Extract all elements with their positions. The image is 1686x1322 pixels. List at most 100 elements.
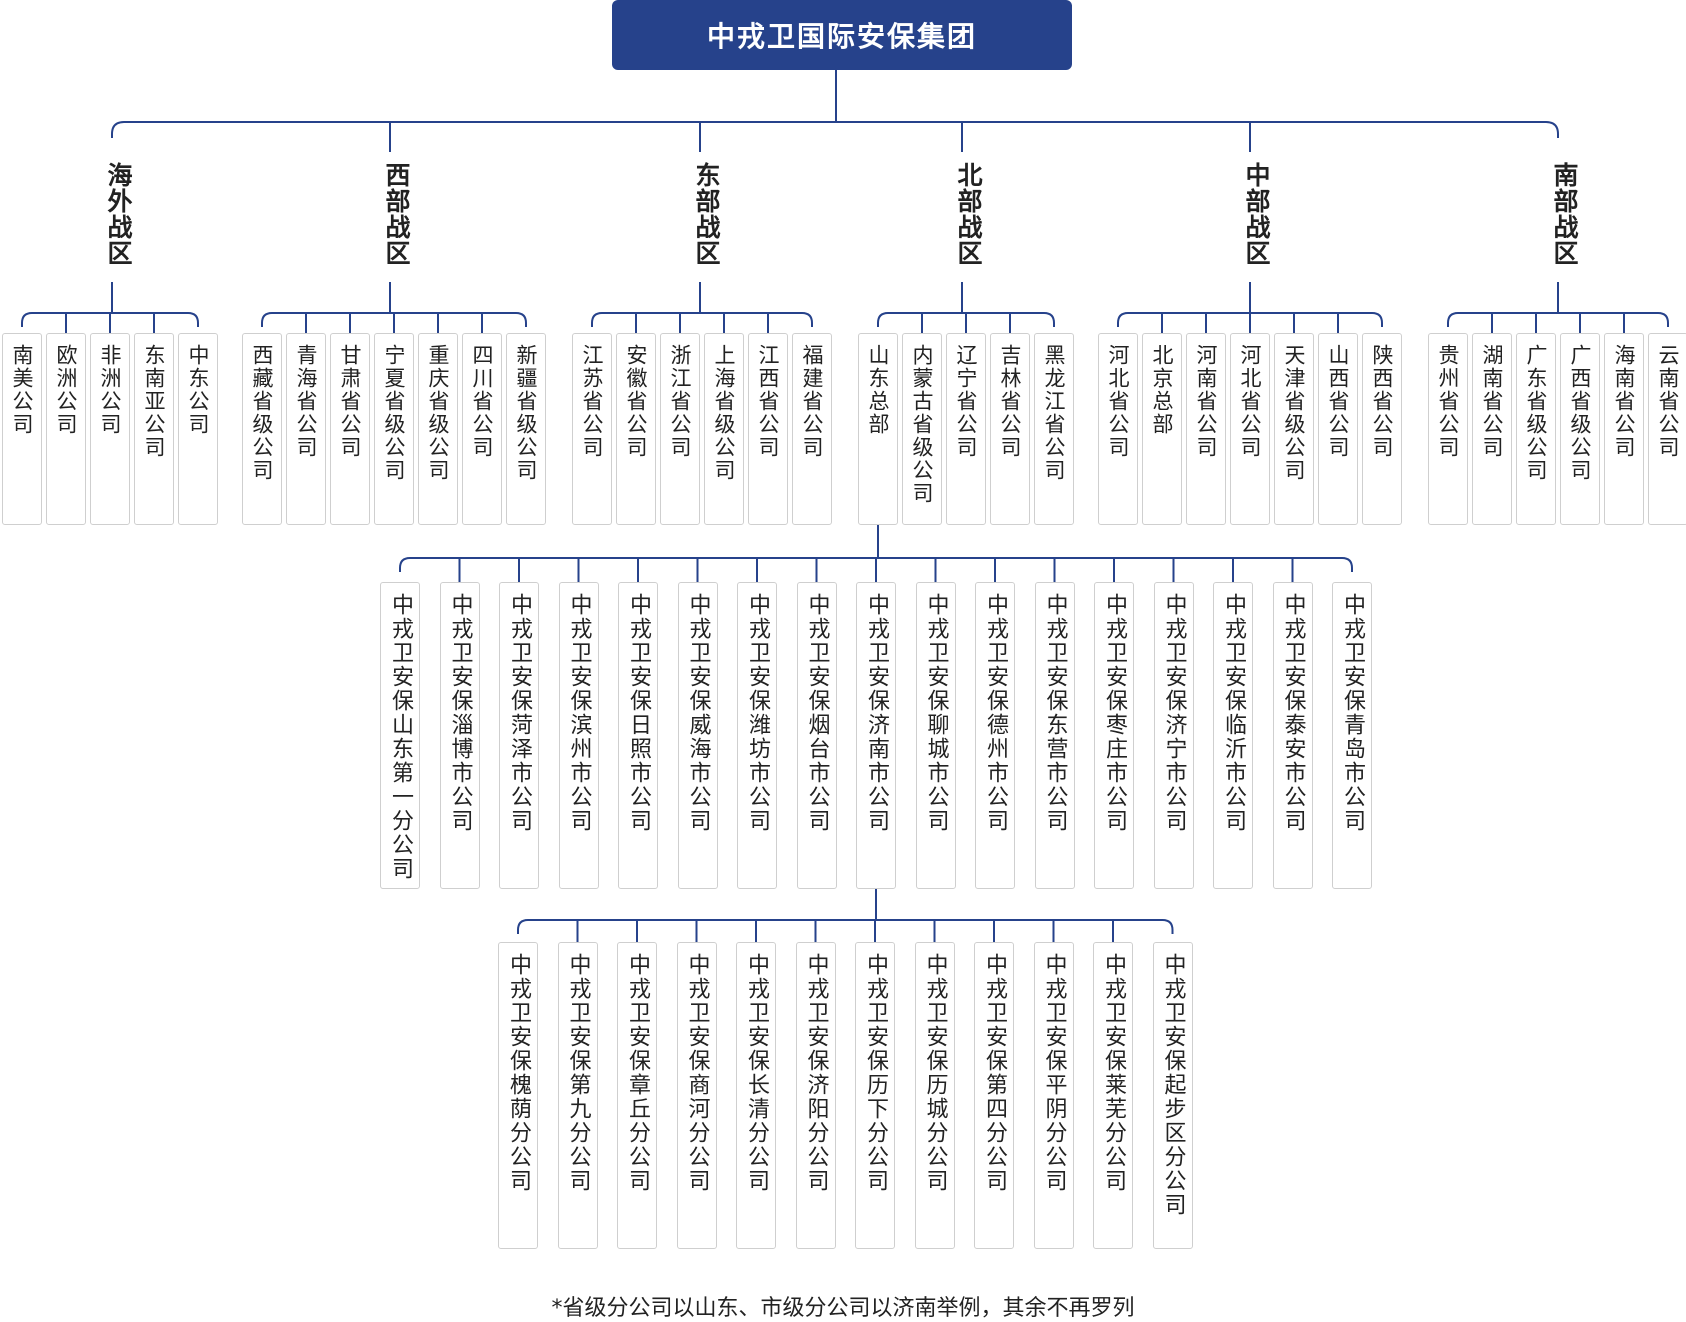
- company-node-label: 河南省公司: [1194, 344, 1218, 459]
- city-company-node-label: 中戎卫安保临沂市公司: [1221, 593, 1246, 833]
- company-node: 河北省公司: [1098, 333, 1138, 525]
- city-company-node-label: 中戎卫安保东营市公司: [1042, 593, 1068, 833]
- company-node: 黑龙江省公司: [1034, 333, 1074, 525]
- city-company-node-label: 中戎卫安保枣庄市公司: [1102, 593, 1127, 833]
- city-company-node: 中戎卫安保日照市公司: [618, 582, 658, 889]
- company-node-label: 云南省公司: [1656, 344, 1680, 459]
- company-node-label: 河北省公司: [1238, 344, 1262, 459]
- company-node-label: 湖南省公司: [1480, 344, 1504, 459]
- company-node: 青海省公司: [286, 333, 326, 525]
- district-company-node: 中戎卫安保第九分公司: [557, 942, 598, 1249]
- district-company-node-label: 中戎卫安保槐荫分公司: [506, 953, 531, 1193]
- company-node-label: 四川省公司: [470, 344, 494, 459]
- company-node: 欧洲公司: [46, 333, 86, 525]
- city-company-node: 中戎卫安保泰安市公司: [1272, 582, 1313, 889]
- district-company-node: 中戎卫安保商河分公司: [676, 942, 717, 1249]
- company-node-label: 西藏省级公司: [250, 344, 274, 482]
- company-node-label: 非洲公司: [98, 344, 122, 436]
- district-company-node: 中戎卫安保起步区分公司: [1152, 942, 1193, 1249]
- company-node-label: 山西省公司: [1326, 344, 1350, 459]
- city-company-node: 中戎卫安保潍坊市公司: [737, 582, 777, 889]
- city-company-node-label: 中戎卫安保淄博市公司: [447, 593, 473, 833]
- district-company-node-label: 中戎卫安保第九分公司: [565, 953, 591, 1193]
- district-company-node-label: 中戎卫安保莱芜分公司: [1101, 953, 1126, 1193]
- company-node-label: 天津省级公司: [1282, 344, 1306, 482]
- district-company-node-label: 中戎卫安保第四分公司: [982, 953, 1007, 1193]
- city-company-node-label: 中戎卫安保山东第一分公司: [388, 593, 413, 881]
- branch-bracket: [591, 312, 813, 327]
- company-node-label: 中东公司: [186, 344, 210, 436]
- company-node: 福建省公司: [792, 333, 832, 525]
- company-node-label: 山东总部: [866, 344, 890, 436]
- company-node-label: 广西省级公司: [1568, 344, 1592, 482]
- company-node-label: 宁夏省级公司: [382, 344, 406, 482]
- company-node-label: 江苏省公司: [580, 344, 604, 459]
- district-company-node-label: 中戎卫安保历下分公司: [863, 953, 888, 1193]
- company-node: 云南省公司: [1648, 333, 1686, 525]
- district-company-node-label: 中戎卫安保长清分公司: [744, 953, 769, 1193]
- region-label: 西部战区: [382, 162, 411, 266]
- company-node-label: 内蒙古省级公司: [910, 344, 934, 505]
- city-company-node-label: 中戎卫安保日照市公司: [626, 593, 651, 833]
- company-node-label: 吉林省公司: [998, 344, 1022, 459]
- district-company-node-label: 中戎卫安保起步区分公司: [1160, 953, 1186, 1217]
- footnote: *省级分公司以山东、市级分公司以济南举例，其余不再罗列: [551, 1296, 1135, 1321]
- city-company-node: 中戎卫安保烟台市公司: [796, 582, 837, 889]
- region-label: 海外战区: [104, 162, 133, 266]
- company-node-label: 安徽省公司: [624, 344, 648, 459]
- city-company-node: 中戎卫安保济宁市公司: [1153, 582, 1194, 889]
- company-node-label: 北京总部: [1150, 344, 1174, 436]
- city-company-node: 中戎卫安保菏泽市公司: [499, 582, 539, 889]
- company-node-label: 东南亚公司: [142, 344, 166, 459]
- city-company-node-label: 中戎卫安保聊城市公司: [923, 593, 949, 833]
- company-node-label: 欧洲公司: [54, 344, 78, 436]
- company-node: 甘肃省公司: [330, 333, 370, 525]
- company-node: 上海省级公司: [704, 333, 744, 525]
- city-company-node: 中戎卫安保临沂市公司: [1213, 582, 1253, 889]
- district-company-node: 中戎卫安保莱芜分公司: [1093, 942, 1133, 1249]
- company-node: 非洲公司: [90, 333, 130, 525]
- company-node-label: 黑龙江省公司: [1042, 344, 1066, 482]
- company-node-label: 辽宁省公司: [954, 344, 978, 459]
- company-node-label: 南美公司: [10, 344, 34, 436]
- city-company-node: 中戎卫安保淄博市公司: [439, 582, 480, 889]
- district-company-node-label: 中戎卫安保章丘分公司: [625, 953, 650, 1193]
- city-company-node: 中戎卫安保聊城市公司: [915, 582, 956, 889]
- company-node-label: 江西省公司: [756, 344, 780, 459]
- company-node-label: 甘肃省公司: [338, 344, 362, 459]
- district-company-node: 中戎卫安保长清分公司: [736, 942, 776, 1249]
- company-node: 浙江省公司: [660, 333, 700, 525]
- company-node-label: 新疆省级公司: [514, 344, 538, 482]
- company-node-label: 福建省公司: [800, 344, 824, 459]
- company-node: 江苏省公司: [572, 333, 612, 525]
- city-company-node-label: 中戎卫安保济南市公司: [864, 593, 889, 833]
- district-company-node-label: 中戎卫安保商河分公司: [684, 953, 710, 1193]
- district-company-node-label: 中戎卫安保济阳分公司: [803, 953, 829, 1193]
- district-company-node: 中戎卫安保第四分公司: [974, 942, 1014, 1249]
- company-node: 河北省公司: [1230, 333, 1270, 525]
- city-company-node-label: 中戎卫安保威海市公司: [685, 593, 711, 833]
- city-company-node: 中戎卫安保东营市公司: [1034, 582, 1075, 889]
- company-node: 山西省公司: [1318, 333, 1358, 525]
- company-node: 湖南省公司: [1472, 333, 1512, 525]
- city-company-node: 中戎卫安保德州市公司: [975, 582, 1015, 889]
- company-node: 南美公司: [2, 333, 42, 525]
- city-company-node: 中戎卫安保威海市公司: [677, 582, 718, 889]
- city-company-node-label: 中戎卫安保烟台市公司: [804, 593, 830, 833]
- company-node: 山东总部: [858, 333, 898, 525]
- district-company-node-label: 中戎卫安保历城分公司: [922, 953, 948, 1193]
- company-node-label: 重庆省级公司: [426, 344, 450, 482]
- company-node: 广东省级公司: [1516, 333, 1556, 525]
- region-label: 东部战区: [692, 162, 721, 266]
- root-node-title: 中戎卫国际安保集团: [612, 0, 1072, 70]
- company-node-label: 贵州省公司: [1436, 344, 1460, 459]
- city-company-node: 中戎卫安保济南市公司: [856, 582, 896, 889]
- city-company-node-label: 中戎卫安保德州市公司: [983, 593, 1008, 833]
- company-node: 新疆省级公司: [506, 333, 546, 525]
- company-node-label: 浙江省公司: [668, 344, 692, 459]
- city-company-node-label: 中戎卫安保青岛市公司: [1340, 593, 1365, 833]
- city-company-node-label: 中戎卫安保济宁市公司: [1161, 593, 1187, 833]
- company-node: 内蒙古省级公司: [902, 333, 942, 525]
- company-node: 海南省公司: [1604, 333, 1644, 525]
